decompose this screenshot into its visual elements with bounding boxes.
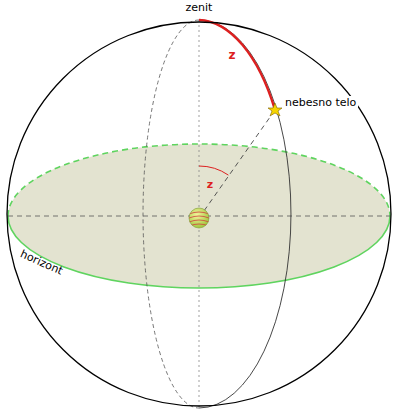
zenith-label: zenit [184, 1, 215, 14]
sight-line [199, 110, 275, 218]
sphere-outline [7, 22, 391, 406]
celestial-body-star [268, 103, 282, 116]
celestial-body-label: nebesno telo [283, 96, 358, 109]
earth-globe [189, 208, 209, 228]
zenith-angle-label: z [205, 178, 215, 191]
body-meridian [199, 20, 291, 408]
angle-arc [199, 166, 228, 175]
zenith-distance-label: z [227, 49, 238, 62]
